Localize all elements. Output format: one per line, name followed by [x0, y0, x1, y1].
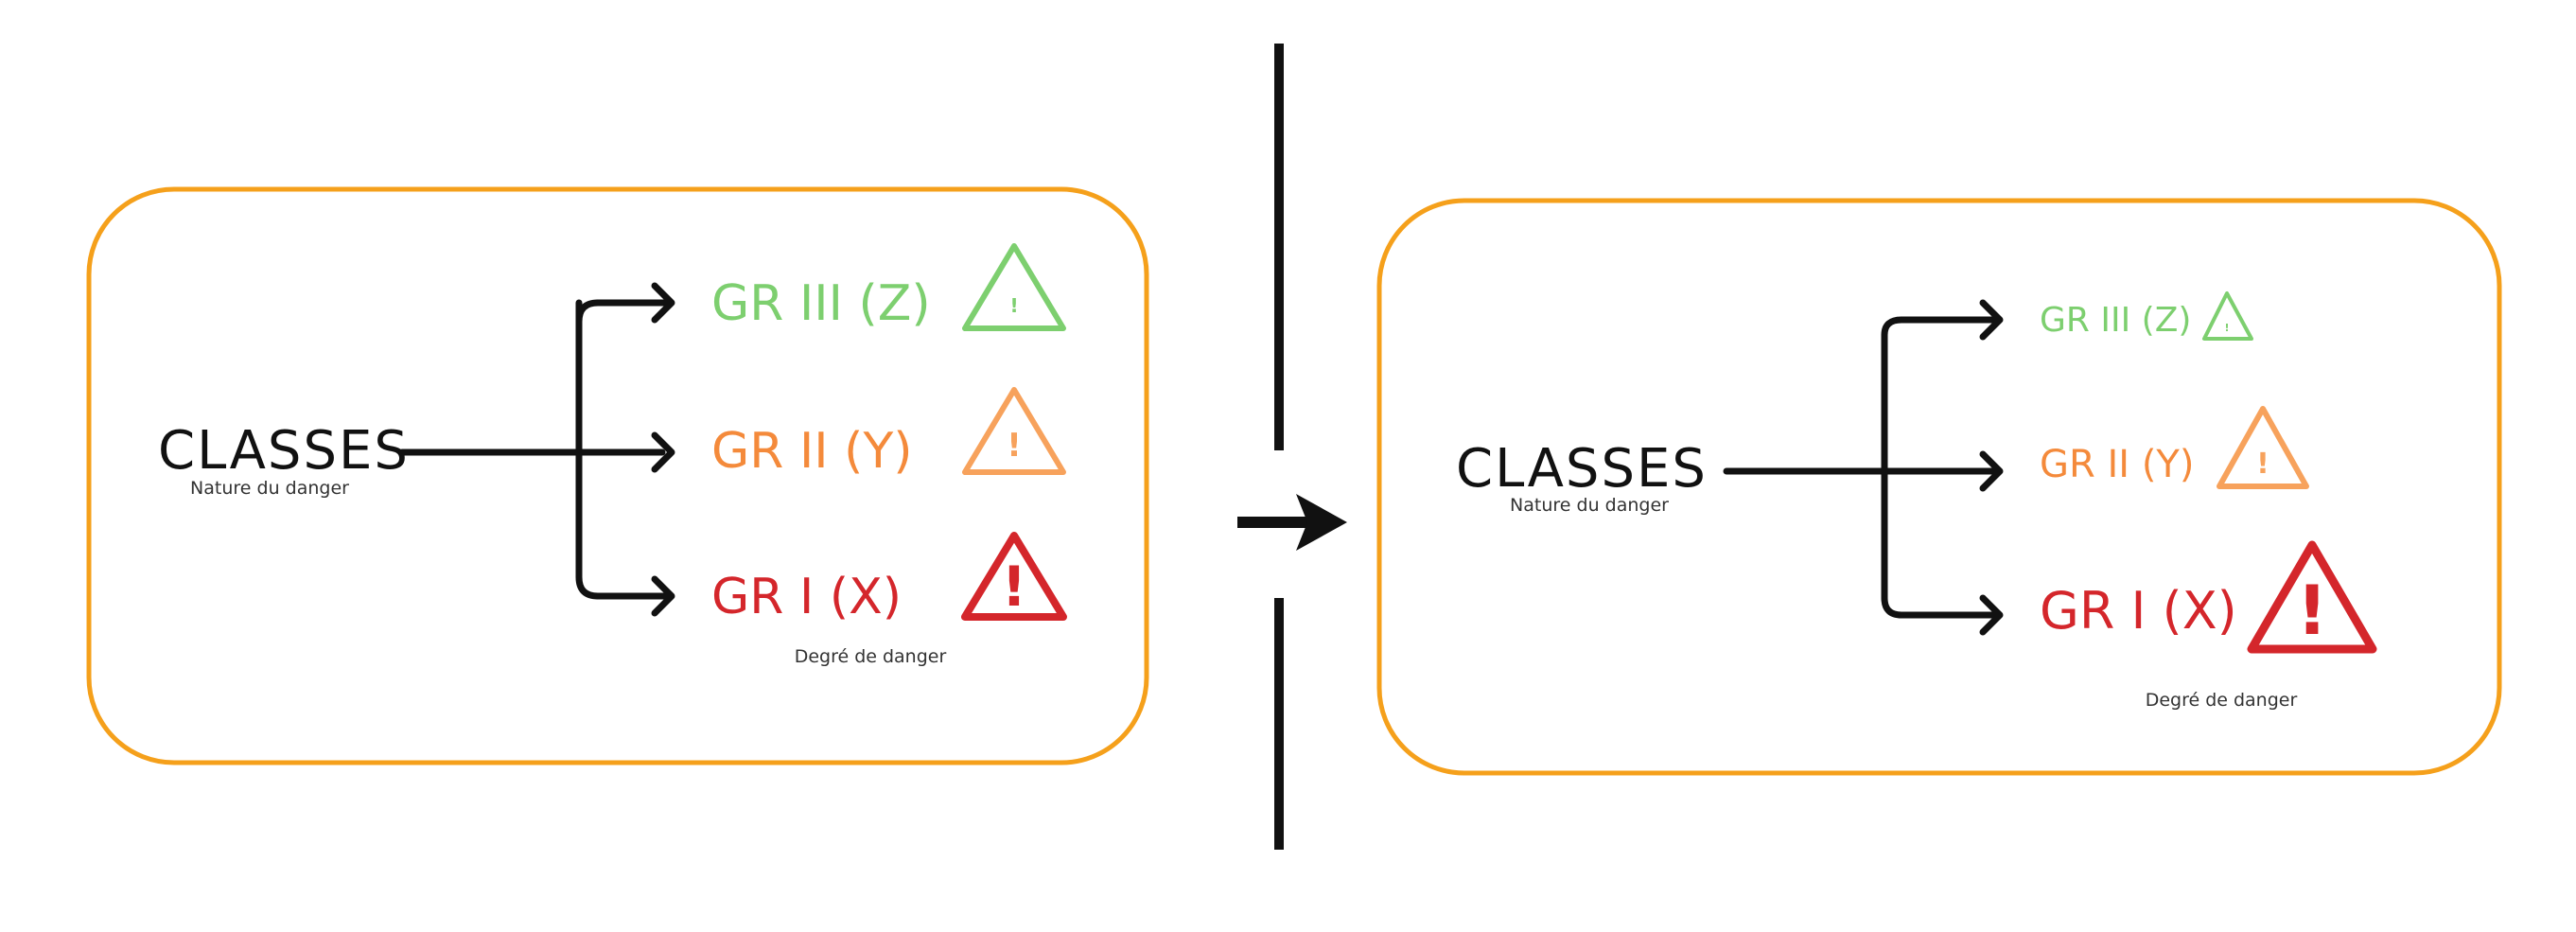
arrowhead-gr1 [1979, 594, 2004, 636]
transition-arrow-icon [1237, 494, 1347, 551]
warning-triangle-icon: ! [962, 387, 1066, 475]
arrowhead-gr1 [651, 575, 675, 617]
panel-after: CLASSES Nature du danger GR III (Z) GR I… [1376, 198, 2502, 776]
group-label-gr1: GR I (X) [711, 569, 902, 625]
arrowhead-gr3 [1979, 299, 2004, 341]
branch-connector [398, 282, 675, 617]
classes-sublabel: Nature du danger [1510, 495, 1669, 516]
svg-text:!: ! [1009, 294, 1018, 317]
group-label-gr3: GR III (Z) [711, 275, 931, 332]
warning-triangle-icon: ! [961, 532, 1067, 621]
branch-vertical [1881, 316, 1905, 619]
panel-before: CLASSES Nature du danger GR III (Z) GR I… [86, 186, 1149, 765]
svg-text:!: ! [1002, 554, 1026, 619]
svg-text:!: ! [2256, 448, 2269, 481]
svg-text:!: ! [2224, 322, 2229, 334]
panel-after-frame [1376, 198, 2502, 776]
warning-triangle-icon: ! [962, 243, 1066, 331]
svg-text:!: ! [2297, 571, 2328, 650]
warning-triangle-icon: ! [2202, 291, 2253, 341]
arrowhead-gr2 [651, 431, 675, 473]
warning-triangle-icon: ! [2247, 540, 2377, 654]
groups-caption: Degré de danger [795, 646, 947, 667]
classes-label: CLASSES [158, 420, 410, 482]
panel-before-frame [86, 186, 1149, 765]
group-label-gr2: GR II (Y) [711, 423, 913, 480]
arrowhead-gr2 [1979, 450, 2004, 492]
group-label-gr2: GR II (Y) [2040, 443, 2194, 486]
classes-label: CLASSES [1456, 438, 1708, 500]
groups-caption: Degré de danger [2146, 690, 2298, 711]
group-label-gr1: GR I (X) [2040, 581, 2237, 641]
arrowhead-gr3 [651, 282, 675, 324]
warning-triangle-icon: ! [2217, 406, 2309, 489]
group-label-gr3: GR III (Z) [2040, 301, 2191, 340]
svg-text:!: ! [1007, 427, 1022, 465]
branch-connector [1723, 299, 2004, 636]
classes-sublabel: Nature du danger [190, 478, 349, 499]
transition-divider [1237, 44, 1347, 850]
